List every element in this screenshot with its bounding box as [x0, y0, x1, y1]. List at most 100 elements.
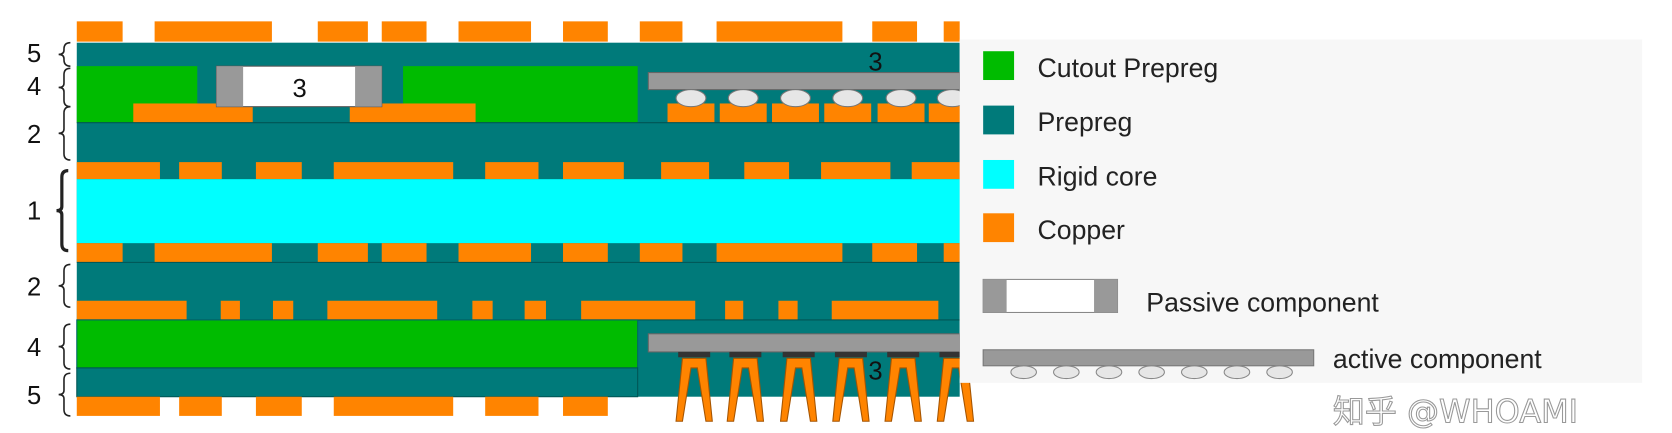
solder-ball	[885, 89, 917, 108]
brace-icon	[58, 67, 71, 108]
copper-pad	[220, 300, 240, 320]
copper-pad	[333, 396, 454, 416]
legend-swatch	[983, 105, 1015, 135]
copper-pad	[485, 396, 539, 416]
copper-pad	[133, 103, 253, 123]
legend-background	[959, 39, 1643, 383]
rigid-core	[76, 179, 960, 244]
copper-pad	[76, 21, 123, 42]
copper-pad	[76, 162, 160, 180]
legend-swatch	[983, 51, 1015, 81]
copper-pad	[911, 162, 960, 180]
copper-via-pin	[779, 357, 818, 422]
copper-pad	[719, 103, 767, 123]
brace-icon	[58, 41, 71, 67]
legend-item: Copper	[983, 213, 1125, 245]
copper-pad	[563, 21, 608, 42]
passive-component-label: 3	[293, 75, 307, 103]
copper-pad	[255, 162, 302, 180]
solder-ball	[1095, 365, 1123, 380]
solder-ball	[1223, 365, 1251, 380]
active-component-top	[647, 72, 961, 91]
layer-label-1: 1	[27, 198, 41, 226]
brace-icon	[58, 263, 71, 308]
copper-pad	[877, 103, 925, 123]
bump-pad	[939, 351, 972, 358]
legend-swatch	[983, 159, 1015, 189]
watermark: 知乎 @WHOAMI	[1333, 392, 1578, 430]
brace-icon	[58, 323, 71, 370]
bump-pad	[729, 351, 762, 358]
copper-pad	[772, 103, 819, 123]
legend-passive-label: Passive component	[1146, 287, 1379, 317]
solder-ball	[1266, 365, 1293, 380]
legend-label: Copper	[1038, 215, 1126, 245]
solder-ball	[1180, 365, 1208, 380]
copper-pad	[381, 21, 427, 42]
layer-label-2: 2	[27, 273, 41, 301]
solder-ball	[727, 89, 759, 108]
copper-pad	[255, 396, 302, 416]
copper-pad	[667, 103, 715, 123]
copper-pad	[563, 243, 608, 263]
legend-label: Prepreg	[1038, 107, 1133, 137]
copper-pad	[458, 243, 532, 263]
layer-label-2: 2	[27, 121, 41, 149]
copper-via-pin	[884, 357, 922, 422]
copper-pad	[154, 21, 272, 42]
passive-component	[215, 65, 383, 108]
copper-pad	[349, 103, 476, 123]
active-component-top-label: 3	[868, 48, 882, 76]
copper-pad	[821, 162, 891, 180]
copper-pad	[872, 243, 918, 263]
copper-pad	[179, 162, 222, 180]
solder-ball	[1052, 365, 1080, 380]
copper-pad	[485, 162, 539, 180]
legend-item: Rigid core	[983, 159, 1158, 192]
copper-pad	[716, 21, 843, 42]
cutout-prepreg	[76, 319, 639, 369]
copper-pad	[179, 396, 222, 416]
copper-pad	[272, 300, 294, 320]
copper-via-pin	[726, 357, 765, 422]
legend-label: Rigid core	[1038, 162, 1158, 192]
layer-label-4: 4	[27, 73, 41, 101]
copper-pad	[76, 396, 160, 416]
copper-pad	[581, 300, 696, 320]
copper-pad	[472, 300, 493, 320]
legend-passive-component: Passive component	[982, 278, 1379, 317]
solder-ball	[675, 89, 707, 108]
layer-stack	[76, 21, 976, 422]
legend-label: Cutout Prepreg	[1038, 53, 1219, 83]
solder-ball	[1138, 365, 1165, 380]
passive-icon-cap-right	[1094, 279, 1118, 313]
copper-pad	[76, 300, 187, 320]
bump-pad	[834, 351, 867, 358]
copper-pad	[639, 243, 683, 263]
bump-pad	[887, 351, 920, 358]
layer-label-5: 5	[27, 382, 41, 410]
copper-via-pin	[832, 357, 870, 422]
copper-via-pin	[675, 357, 713, 422]
copper-pad	[154, 243, 272, 263]
layer-label-4: 4	[27, 334, 41, 362]
passive-cap	[216, 66, 244, 107]
active-icon-body	[982, 349, 1315, 367]
copper-pad	[872, 21, 918, 42]
solder-ball	[832, 89, 864, 108]
bump-pad	[782, 351, 815, 358]
copper-pad	[716, 243, 843, 263]
brace-icon	[58, 372, 71, 417]
legend-active-label: active component	[1333, 344, 1542, 374]
copper-pad	[327, 300, 438, 320]
passive-cap	[355, 66, 382, 107]
copper-pad	[333, 162, 454, 180]
copper-pad	[563, 162, 624, 180]
legend-swatch	[983, 213, 1015, 243]
copper-pad	[725, 300, 744, 320]
copper-pad	[317, 21, 368, 42]
copper-pad	[943, 243, 960, 263]
copper-pad	[458, 21, 532, 42]
